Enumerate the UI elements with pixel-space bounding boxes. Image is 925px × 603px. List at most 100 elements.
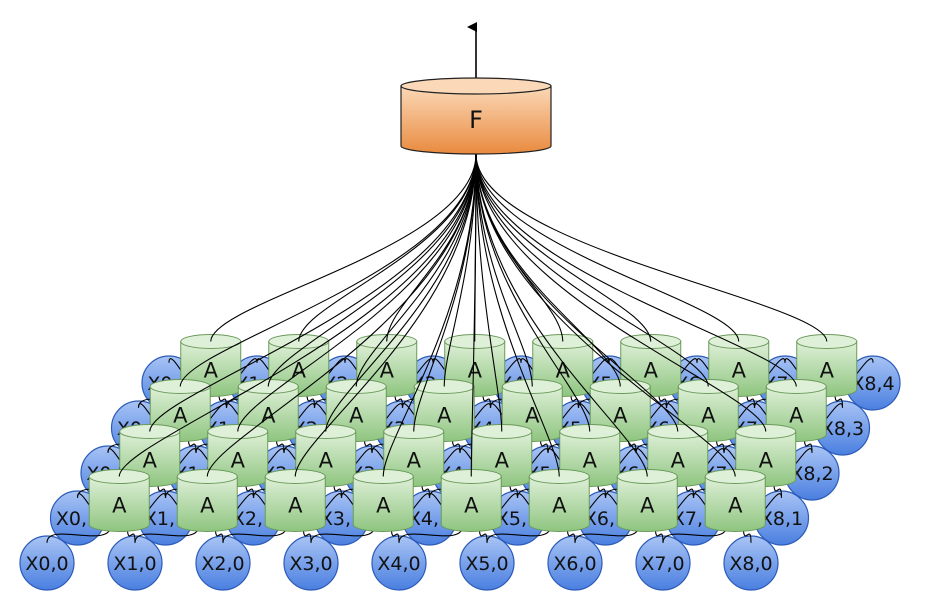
- input-node: X4,0: [371, 535, 427, 591]
- aggregator-to-output-edge: [475, 153, 533, 387]
- aggregator-to-output-edge: [475, 153, 648, 477]
- aggregator-label: A: [261, 404, 276, 428]
- aggregator-label: A: [525, 404, 540, 428]
- input-node-label: X3,1: [320, 508, 363, 530]
- aggregator-label: A: [613, 404, 628, 428]
- input-node-label: X5,0: [465, 553, 508, 575]
- input-node-label: X2,1: [232, 508, 275, 530]
- input-node-label: X8,0: [729, 553, 772, 575]
- aggregator-label: A: [671, 449, 686, 473]
- aggregator-cylinder-body: [440, 476, 502, 532]
- aggregator-cylinder-body: [528, 476, 590, 532]
- aggregator-label: A: [644, 359, 659, 383]
- aggregator-label: A: [376, 494, 391, 518]
- aggregator-label: A: [583, 449, 598, 473]
- aggregator-cylinder-body: [616, 476, 678, 532]
- input-node-label: X7,1: [672, 508, 715, 530]
- aggregator-label: A: [204, 359, 219, 383]
- aggregator-to-output-edge: [475, 153, 767, 432]
- aggregator-label: A: [173, 404, 188, 428]
- aggregator-label: A: [231, 449, 246, 473]
- input-node-label: X8,4: [851, 373, 894, 395]
- aggregator-node: A: [528, 469, 590, 532]
- aggregator-label: A: [292, 359, 307, 383]
- aggregator-label: A: [552, 494, 567, 518]
- input-node-label: X6,1: [584, 508, 627, 530]
- input-node-label: X3,0: [289, 553, 332, 575]
- aggregator-to-output-edge: [475, 153, 797, 387]
- aggregator-label: A: [407, 449, 422, 473]
- aggregator-label: A: [349, 404, 364, 428]
- input-node-label: X5,1: [496, 508, 539, 530]
- diagram-scene: X0,4X1,4X2,4X3,4X4,4X5,4X6,4X7,4X8,4X0,3…: [19, 153, 901, 591]
- input-node-label: X8,3: [821, 418, 864, 440]
- aggregator-to-output-edge: [475, 153, 740, 342]
- aggregator-to-output-edge: [475, 153, 503, 432]
- input-node: X8,0: [723, 535, 779, 591]
- input-node: X3,0: [283, 535, 339, 591]
- aggregator-to-output-edge: [475, 153, 736, 477]
- input-node: X1,0: [107, 535, 163, 591]
- aggregator-to-output-edge: [237, 153, 477, 432]
- input-row-0: X0,0 X1,0 X2,0 X3,0 X4,0 X5,0 X6,0 X7,0 X8,0: [19, 535, 779, 591]
- aggregator-to-output-edge: [470, 153, 477, 477]
- aggregator-label: A: [495, 449, 510, 473]
- aggregator-to-output-edge: [149, 153, 477, 432]
- input-node-label: X7,0: [641, 553, 684, 575]
- input-node-label: X1,1: [144, 508, 187, 530]
- input-node: X0,0: [19, 535, 75, 591]
- aggregator-to-output-edge: [475, 153, 679, 432]
- aggregator-label: A: [380, 359, 395, 383]
- input-node-circle: [19, 535, 75, 591]
- input-node-label: X0,0: [25, 553, 68, 575]
- input-node: X6,0: [547, 535, 603, 591]
- aggregator-cylinder-body: [352, 476, 414, 532]
- aggregator-label: A: [732, 359, 747, 383]
- aggregator-to-output-edge: [355, 153, 477, 387]
- aggregator-label: A: [556, 359, 571, 383]
- output-label: F: [469, 106, 483, 134]
- aggregator-to-output-edge: [382, 153, 477, 477]
- input-node-label: X4,1: [408, 508, 451, 530]
- aggregator-node: A: [88, 469, 150, 532]
- aggregator-label: A: [640, 494, 655, 518]
- input-node: X5,0: [459, 535, 515, 591]
- aggregator-label: A: [464, 494, 479, 518]
- aggregator-label: A: [143, 449, 158, 473]
- aggregator-node: A: [264, 469, 326, 532]
- input-node-label: X2,0: [201, 553, 244, 575]
- aggregator-label: A: [319, 449, 334, 473]
- aggregator-to-output-edge: [475, 153, 828, 342]
- aggregator-to-output-edge: [475, 153, 560, 477]
- aggregator-label: A: [200, 494, 215, 518]
- aggregator-label: A: [789, 404, 804, 428]
- input-node-label: X8,2: [790, 463, 833, 485]
- aggregator-label: A: [820, 359, 835, 383]
- aggregator-node: A: [704, 469, 766, 532]
- aggregator-label: A: [112, 494, 127, 518]
- input-node-label: X1,0: [113, 553, 156, 575]
- output-cylinder-body: [400, 85, 552, 155]
- aggregator-label: A: [759, 449, 774, 473]
- aggregator-cylinder-body: [176, 476, 238, 532]
- aggregator-to-output-edge: [475, 153, 652, 342]
- aggregator-label: A: [728, 494, 743, 518]
- input-node: X2,0: [195, 535, 251, 591]
- aggregator-cylinder-body: [264, 476, 326, 532]
- aggregator-to-output-edge: [294, 153, 477, 477]
- aggregator-to-output-edge: [206, 153, 477, 477]
- aggregator-cylinder-body: [88, 476, 150, 532]
- aggregator-label: A: [437, 404, 452, 428]
- aggregator-to-output-edge: [210, 153, 477, 342]
- aggregator-to-output-edge: [475, 153, 709, 387]
- output-node-f: F: [400, 22, 552, 155]
- aggregator-to-output-edge: [325, 153, 477, 432]
- aggregator-label: A: [288, 494, 303, 518]
- aggregator-node: A: [440, 469, 502, 532]
- aggregator-node: A: [176, 469, 238, 532]
- input-node-label: X4,0: [377, 553, 420, 575]
- input-node-label: X0,1: [56, 508, 99, 530]
- aggregator-node: A: [352, 469, 414, 532]
